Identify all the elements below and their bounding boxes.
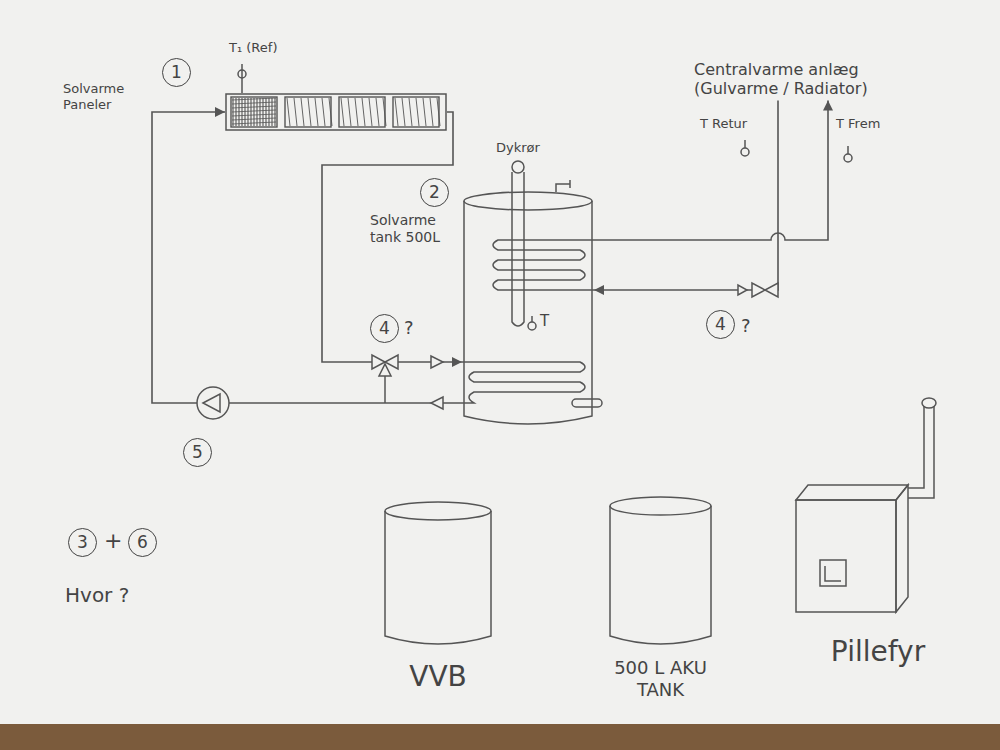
flow-arrow xyxy=(738,285,747,295)
upper-coil xyxy=(493,240,594,290)
callout-number: 2 xyxy=(420,178,449,207)
pellet-boiler-outline xyxy=(788,392,953,617)
arrowhead xyxy=(452,357,462,367)
arrowhead xyxy=(823,100,833,110)
annotation: T xyxy=(540,312,549,330)
node-label: 500 L AKU TANK xyxy=(603,657,718,700)
table-edge xyxy=(0,724,1000,750)
arrowhead xyxy=(215,107,225,117)
flow-arrow xyxy=(431,397,443,409)
pipe xyxy=(322,112,462,367)
node-label: Solvarme Paneler xyxy=(63,81,141,112)
annotation: ? xyxy=(741,315,751,337)
three-way-valve xyxy=(752,283,778,297)
pipe xyxy=(152,107,462,403)
heating-system: Centralvarme anlæg (Gulvarme / Radiator) xyxy=(690,58,905,100)
annotation: Dykrør xyxy=(496,140,540,156)
pump-symbol xyxy=(197,387,229,419)
node-label: Centralvarme anlæg (Gulvarme / Radiator) xyxy=(690,58,905,100)
pipe-line xyxy=(322,112,462,362)
flow-arrow xyxy=(431,356,443,368)
arrowhead xyxy=(594,285,604,295)
tank-fitting xyxy=(556,180,570,192)
solar-tank-outline xyxy=(462,190,594,430)
callout-number: 6 xyxy=(128,528,157,557)
temperature-sensor xyxy=(741,140,749,156)
node-label: VVB xyxy=(383,660,493,694)
annotation: Hvor ? xyxy=(65,583,129,607)
immersion-tube xyxy=(512,161,524,326)
hot-water-tank-outline xyxy=(383,500,493,650)
node-label: Pillefyr xyxy=(808,635,948,669)
annotation: T Retur xyxy=(700,116,747,132)
lower-coil xyxy=(462,362,585,403)
solar-panels: Solvarme Paneler xyxy=(225,93,447,131)
callout-number: 4 xyxy=(370,314,399,343)
annotation: T Frem xyxy=(836,116,880,132)
pipe-line xyxy=(152,112,462,403)
tank-fitting xyxy=(572,399,602,407)
annotation: T₁ (Ref) xyxy=(229,40,277,56)
three-way-valve xyxy=(372,355,398,403)
pipe-line xyxy=(594,100,778,290)
callout-number: 5 xyxy=(183,438,212,467)
node-label: Solvarme tank 500L xyxy=(370,212,454,246)
temperature-sensor xyxy=(844,146,852,162)
buffer-tank: 500 L AKU TANK xyxy=(608,495,713,650)
annotation: ? xyxy=(404,317,414,339)
callout-number: 4 xyxy=(706,310,735,339)
pipe xyxy=(594,100,778,295)
temperature-sensor xyxy=(528,316,536,330)
annotation: + xyxy=(104,528,122,554)
buffer-tank-outline xyxy=(608,495,713,650)
callout-number: 1 xyxy=(162,58,191,87)
hot-water-tank: VVB xyxy=(383,500,493,650)
callout-number: 3 xyxy=(68,528,97,557)
solar-panels-outline xyxy=(225,93,447,131)
pipe xyxy=(594,100,833,240)
solar-tank: Solvarme tank 500L xyxy=(462,190,594,430)
temperature-sensor xyxy=(238,64,246,93)
pipe-line xyxy=(594,100,828,240)
pellet-boiler: Pillefyr xyxy=(788,392,953,617)
